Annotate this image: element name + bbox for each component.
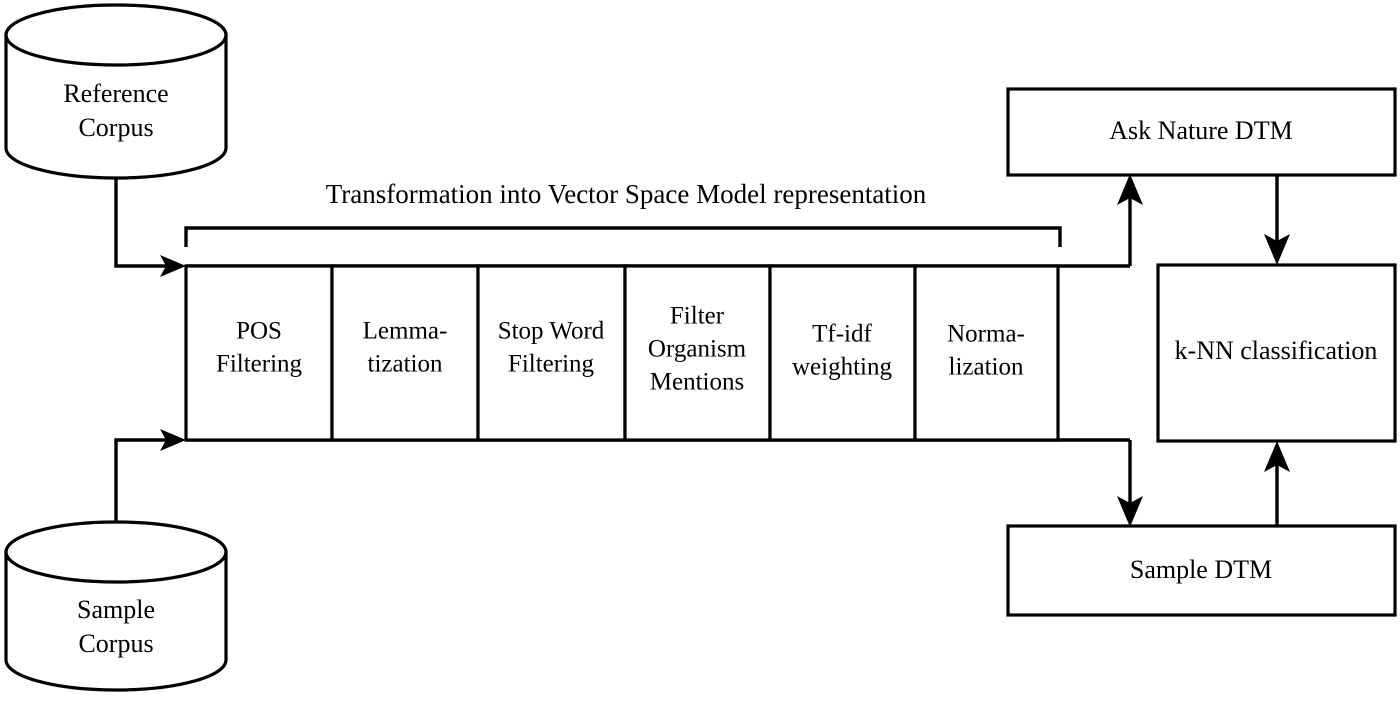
pipeline-cell-tf-idf-weighting[interactable]: Tf-idf weighting — [768, 264, 917, 442]
pipeline-to-ask-nature-dtm-arrowhead — [1117, 174, 1143, 205]
ask-nature-dtm-to-knn-arrowhead — [1264, 234, 1290, 265]
edge-pipeline-to-sample-dtm — [1117, 440, 1143, 527]
sample-dtm-to-knn-arrowhead — [1264, 441, 1290, 472]
reference-corpus-to-pipeline-line — [114, 178, 176, 268]
lemmatization-label-line1: Lemma- — [363, 318, 448, 345]
filter-organism-mentions-label-line3: Mentions — [650, 369, 744, 396]
normalization-box — [913, 264, 1060, 442]
pipeline-cell-lemmatization[interactable]: Lemma- tization — [330, 264, 480, 442]
edge-reference-corpus-to-pipeline — [114, 178, 186, 277]
lemmatization-label-line2: tization — [368, 351, 443, 378]
tf-idf-weighting-label-line1: Tf-idf — [812, 321, 872, 348]
pos-filtering-label-line1: POS — [236, 318, 282, 345]
process-knn-classification[interactable]: k-NN classification — [1156, 263, 1397, 443]
edge-ask-nature-dtm-to-knn — [1264, 175, 1290, 265]
stop-word-filtering-label-line1: Stop Word — [498, 318, 605, 345]
sample-corpus-body — [4, 550, 228, 692]
pipeline-cell-pos-filtering[interactable]: POS Filtering — [184, 264, 334, 442]
sample-dtm-label: Sample DTM — [1130, 555, 1272, 584]
datastore-reference-corpus[interactable]: Reference Corpus — [4, 3, 228, 180]
process-ask-nature-dtm[interactable]: Ask Nature DTM — [1006, 87, 1397, 177]
sample-corpus-label-line2: Corpus — [78, 629, 153, 658]
reference-corpus-label-line1: Reference — [63, 79, 168, 108]
filter-organism-mentions-label-line1: Filter — [670, 303, 725, 330]
sample-corpus-to-pipeline-line — [114, 438, 176, 522]
sample-corpus-label-line1: Sample — [77, 595, 155, 624]
pipeline-cell-filter-organism-mentions[interactable]: Filter Organism Mentions — [623, 264, 772, 442]
sample-corpus-to-pipeline-arrowhead — [160, 429, 186, 451]
edge-sample-corpus-to-pipeline — [114, 429, 186, 522]
datastore-sample-corpus[interactable]: Sample Corpus — [4, 520, 228, 692]
ask-nature-dtm-label: Ask Nature DTM — [1109, 116, 1292, 145]
pos-filtering-box — [184, 264, 334, 442]
caption-bracket-line — [184, 226, 1062, 247]
pos-filtering-label-line2: Filtering — [216, 351, 303, 378]
lemmatization-box — [330, 264, 480, 442]
tf-idf-weighting-label-line2: weighting — [792, 354, 892, 381]
pipeline-to-sample-dtm-arrowhead — [1117, 496, 1143, 527]
pipeline-caption: Transformation into Vector Space Model r… — [326, 179, 927, 209]
ask-nature-dtm-box — [1006, 87, 1397, 177]
sample-corpus-top — [4, 520, 228, 584]
process-sample-dtm[interactable]: Sample DTM — [1006, 524, 1397, 617]
filter-organism-mentions-label-line2: Organism — [648, 336, 747, 363]
filter-organism-mentions-box — [623, 264, 772, 442]
knn-classification-label: k-NN classification — [1175, 336, 1378, 365]
normalization-label-line2: lization — [949, 354, 1024, 381]
pipeline-cell-stop-word-filtering[interactable]: Stop Word Filtering — [476, 264, 627, 442]
stop-word-filtering-label-line2: Filtering — [508, 351, 595, 378]
edge-pipeline-to-ask-nature-dtm — [1117, 174, 1143, 266]
pipeline-caption-bracket — [184, 226, 1062, 247]
sample-dtm-box — [1006, 524, 1397, 617]
reference-corpus-top — [4, 3, 228, 67]
reference-corpus-body — [4, 33, 228, 180]
normalization-label-line1: Norma- — [947, 321, 1025, 348]
edge-sample-dtm-to-knn — [1264, 441, 1290, 526]
reference-corpus-to-pipeline-arrowhead — [160, 255, 186, 277]
knn-classification-box — [1156, 263, 1397, 443]
pipeline-cell-normalization[interactable]: Norma- lization — [913, 264, 1060, 442]
reference-corpus-label-line2: Corpus — [78, 113, 153, 142]
vector-space-model-pipeline: POS Filtering Lemma- tization Stop Word … — [184, 264, 1060, 442]
